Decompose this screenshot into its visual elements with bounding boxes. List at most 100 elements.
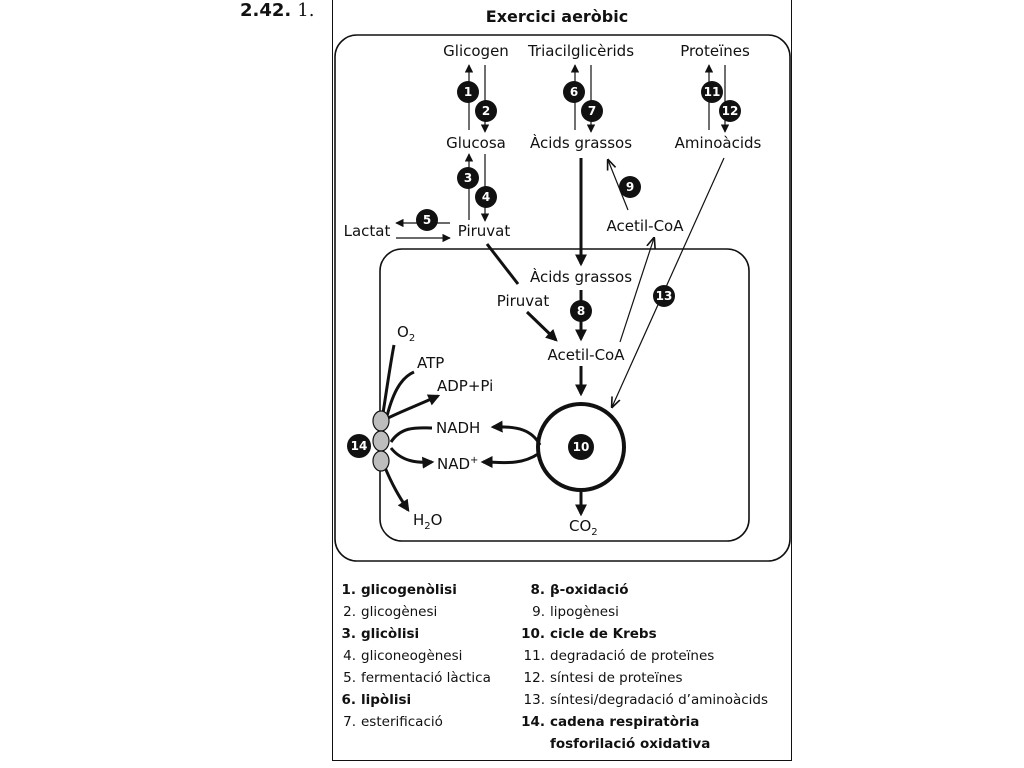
- legend-left-number-5: 6.: [341, 692, 356, 708]
- chain-complex-2: [372, 430, 390, 452]
- figure-frame: [332, 0, 792, 761]
- legend-right-item-7: fosforilació oxidativa: [550, 736, 710, 752]
- node-aminoacids: Aminoàcids: [675, 134, 762, 152]
- arrow-aminoacids-krebs: [612, 157, 725, 407]
- marker-11: 11: [701, 81, 723, 103]
- node-proteines: Proteïnes: [680, 42, 750, 60]
- svg-text:5: 5: [423, 213, 431, 227]
- legend-left-number-1: 2.: [343, 604, 356, 620]
- marker-3: 3: [457, 167, 479, 189]
- marker-1: 1: [457, 81, 479, 103]
- svg-text:4: 4: [482, 190, 490, 204]
- legend-right-number-5: 13.: [524, 692, 545, 708]
- marker-10: 10: [568, 434, 594, 460]
- legend-left-item-5: lipòlisi: [361, 692, 411, 708]
- node-o2: O2: [397, 323, 415, 344]
- arrow-atp-line: [384, 370, 415, 421]
- node-h2o: H2O: [413, 511, 442, 532]
- arrow-nad-reduced: [480, 452, 539, 469]
- node-acetil-coa-mito: Acetil-CoA: [547, 346, 625, 364]
- cell-boundary: [334, 34, 791, 562]
- legend-right-item-3: degradació de proteïnes: [550, 648, 714, 664]
- marker-12: 12: [719, 100, 741, 122]
- legend-right-item-2: cicle de Krebs: [550, 626, 657, 642]
- marker-9: 9: [619, 176, 641, 198]
- node-acetil-coa-top: Acetil-CoA: [606, 217, 684, 235]
- node-lactat: Lactat: [344, 222, 391, 240]
- svg-text:2: 2: [482, 104, 490, 118]
- legend-left-item-0: glicogenòlisi: [361, 582, 457, 598]
- legend-left-item-6: esterificació: [361, 714, 443, 730]
- node-nadh: NADH: [436, 419, 480, 437]
- marker-6: 6: [563, 81, 585, 103]
- svg-text:10: 10: [573, 440, 590, 454]
- arrow-adp-pi: [387, 394, 441, 420]
- node-co2: CO2: [569, 517, 598, 538]
- svg-text:3: 3: [464, 171, 472, 185]
- legend-left-number-3: 4.: [343, 648, 356, 664]
- marker-7: 7: [581, 100, 603, 122]
- svg-text:1: 1: [464, 85, 472, 99]
- arrow-acetil-export: [619, 238, 654, 343]
- marker-2: 2: [475, 100, 497, 122]
- marker-5: 5: [416, 209, 438, 231]
- arrow-lipogenesi: [608, 160, 629, 211]
- legend-right-number-0: 8.: [530, 582, 545, 598]
- legend-right-number-6: 14.: [521, 714, 545, 730]
- node-glicogen: Glicogen: [443, 42, 509, 60]
- legend-left-item-2: glicòlisi: [361, 626, 419, 642]
- mitochondrion-boundary: [379, 248, 750, 542]
- svg-text:7: 7: [588, 104, 596, 118]
- legend-left-number-6: 7.: [343, 714, 356, 730]
- svg-text:13: 13: [656, 289, 673, 303]
- diagram-title: Exercici aeròbic: [486, 7, 628, 26]
- problem-subitem-label: 1.: [297, 0, 315, 21]
- marker-14: 14: [347, 434, 371, 458]
- arrow-krebs-nadh: [490, 420, 542, 446]
- svg-text:8: 8: [577, 304, 585, 318]
- legend-right-item-5: síntesi/degradació d’aminoàcids: [550, 692, 768, 708]
- legend-right-number-3: 11.: [524, 648, 545, 664]
- node-acids-grassos-top: Àcids grassos: [530, 133, 632, 152]
- node-piruvat-top: Piruvat: [458, 222, 511, 240]
- problem-number: 2.42.1.: [240, 0, 314, 21]
- node-piruvat-mito: Piruvat: [497, 292, 550, 310]
- svg-text:9: 9: [626, 180, 634, 194]
- arrow-piruvat-entry: [485, 243, 520, 285]
- arrow-chain-to-nad: [389, 447, 435, 469]
- legend-left-column: 1. glicogenòlisi 2. glicogènesi 3. glicòlisi 4…: [341, 582, 490, 730]
- legend-right-number-1: 9.: [532, 604, 545, 620]
- node-acids-grassos-mito: Àcids grassos: [530, 267, 632, 286]
- svg-text:12: 12: [722, 104, 739, 118]
- legend-left-item-3: gliconeogènesi: [361, 648, 462, 664]
- legend-right-item-0: β-oxidació: [550, 582, 629, 598]
- problem-number-label: 2.42.: [240, 0, 292, 21]
- legend-left-number-4: 5.: [343, 670, 356, 686]
- marker-4: 4: [475, 186, 497, 208]
- legend-left-item-4: fermentació làctica: [361, 670, 491, 686]
- legend-left-item-1: glicogènesi: [361, 604, 437, 620]
- arrow-nadh-to-chain: [389, 426, 433, 443]
- arrow-o2-in: [380, 344, 396, 421]
- legend-right-item-4: síntesi de proteïnes: [550, 670, 683, 686]
- node-glucosa: Glucosa: [446, 134, 506, 152]
- legend-left-number-0: 1.: [341, 582, 356, 598]
- node-atp: ATP: [417, 354, 444, 372]
- marker-8: 8: [570, 300, 592, 322]
- legend-right-item-1: lipogènesi: [550, 604, 619, 620]
- legend-left-number-2: 3.: [341, 626, 356, 642]
- node-triacilglicerids: Triacilglicèrids: [527, 42, 634, 60]
- arrow-piruvat-to-acetil: [525, 310, 558, 342]
- svg-text:14: 14: [351, 439, 368, 453]
- legend-right-number-2: 10.: [521, 626, 545, 642]
- node-nad: NAD+: [437, 455, 478, 473]
- legend-right-number-4: 12.: [524, 670, 545, 686]
- arrow-chain-h2o: [382, 464, 410, 512]
- node-adp-pi: ADP+Pi: [437, 377, 493, 395]
- legend-right-item-6: cadena respiratòria: [550, 714, 699, 730]
- chain-complex-1: [372, 410, 390, 432]
- svg-text:11: 11: [704, 85, 721, 99]
- chain-complex-3: [372, 450, 390, 472]
- svg-text:6: 6: [570, 85, 578, 99]
